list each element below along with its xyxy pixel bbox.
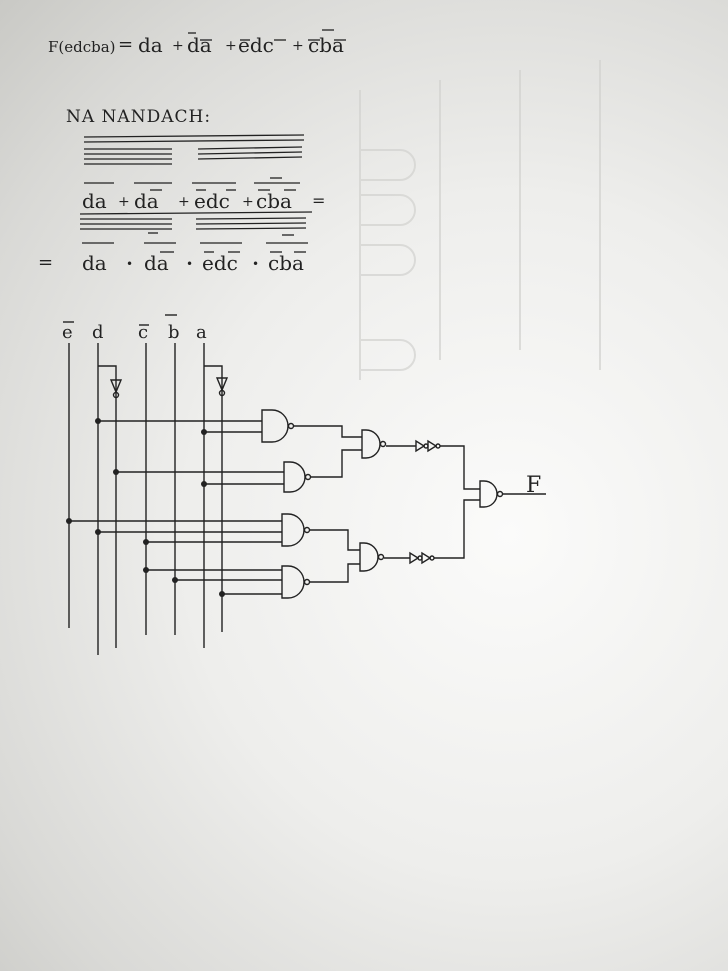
term-3: edc — [238, 33, 274, 57]
negation-bars — [188, 29, 346, 41]
input-negation-bars — [63, 314, 177, 326]
heading: NA NANDACH: — [66, 107, 211, 127]
double-negation-bars — [83, 134, 305, 165]
nand-gate-3 — [281, 513, 311, 547]
equals-sign: = — [38, 252, 53, 273]
input-label-a: a — [196, 322, 207, 343]
term-4: cba — [308, 33, 344, 57]
inverter-icon — [215, 377, 229, 397]
term-2: da — [187, 33, 212, 57]
second-level-wires — [294, 425, 362, 583]
input-label-b: b — [168, 322, 180, 343]
term-3: edc — [202, 251, 238, 275]
output-label: F — [526, 473, 541, 498]
term-4: cba — [268, 251, 304, 275]
plus-sign: + — [242, 194, 254, 210]
nand-gate-output — [479, 480, 504, 508]
nand-gate-6 — [359, 542, 385, 572]
negation-bars — [82, 232, 308, 253]
plus-sign: + — [292, 38, 304, 54]
term-1: da — [138, 33, 163, 57]
plus-sign: + — [118, 194, 130, 210]
plus-sign: + — [225, 38, 237, 54]
term-4: cba — [256, 189, 292, 213]
equals-sign: = — [118, 34, 133, 55]
nand-negation-bars — [79, 211, 313, 230]
dot-sign: • — [186, 257, 193, 271]
junction-dots — [66, 418, 225, 597]
input-label-c: c — [138, 322, 148, 343]
plus-sign: + — [178, 194, 190, 210]
inverter-pair-icon — [384, 551, 435, 565]
nand-gate-1 — [261, 409, 295, 443]
negation-bars — [84, 177, 300, 191]
input-labels: e d c b a — [62, 322, 207, 343]
nand-gate-4 — [281, 565, 311, 599]
term-1: da — [82, 251, 107, 275]
term-2: da — [134, 189, 159, 213]
term-2: da — [144, 251, 169, 275]
logic-circuit: e d c b a — [62, 314, 546, 655]
nand-gate-2 — [283, 461, 312, 493]
gate-input-wires — [69, 420, 284, 595]
inverter-icon — [109, 379, 123, 399]
input-label-d: d — [92, 322, 104, 343]
dot-sign: • — [252, 257, 259, 271]
expression-product: = da • da • edc • cba — [38, 232, 308, 275]
input-label-e: e — [62, 322, 73, 343]
plus-sign: + — [172, 38, 184, 54]
function-name: F(edcba) — [48, 38, 116, 56]
function-equation: F(edcba) = da + da + edc + cba — [48, 29, 346, 57]
term-3: edc — [194, 189, 230, 213]
input-lines — [68, 343, 223, 655]
dot-sign: • — [126, 257, 133, 271]
output-wires — [434, 445, 546, 559]
expression-sum: da + da + edc + cba = — [82, 177, 325, 213]
equals-sign: = — [312, 191, 325, 210]
nand-gate-5 — [361, 429, 387, 459]
term-1: da — [82, 189, 107, 213]
bleed-through-marks — [359, 60, 601, 380]
inverter-pair-icon — [386, 439, 441, 453]
